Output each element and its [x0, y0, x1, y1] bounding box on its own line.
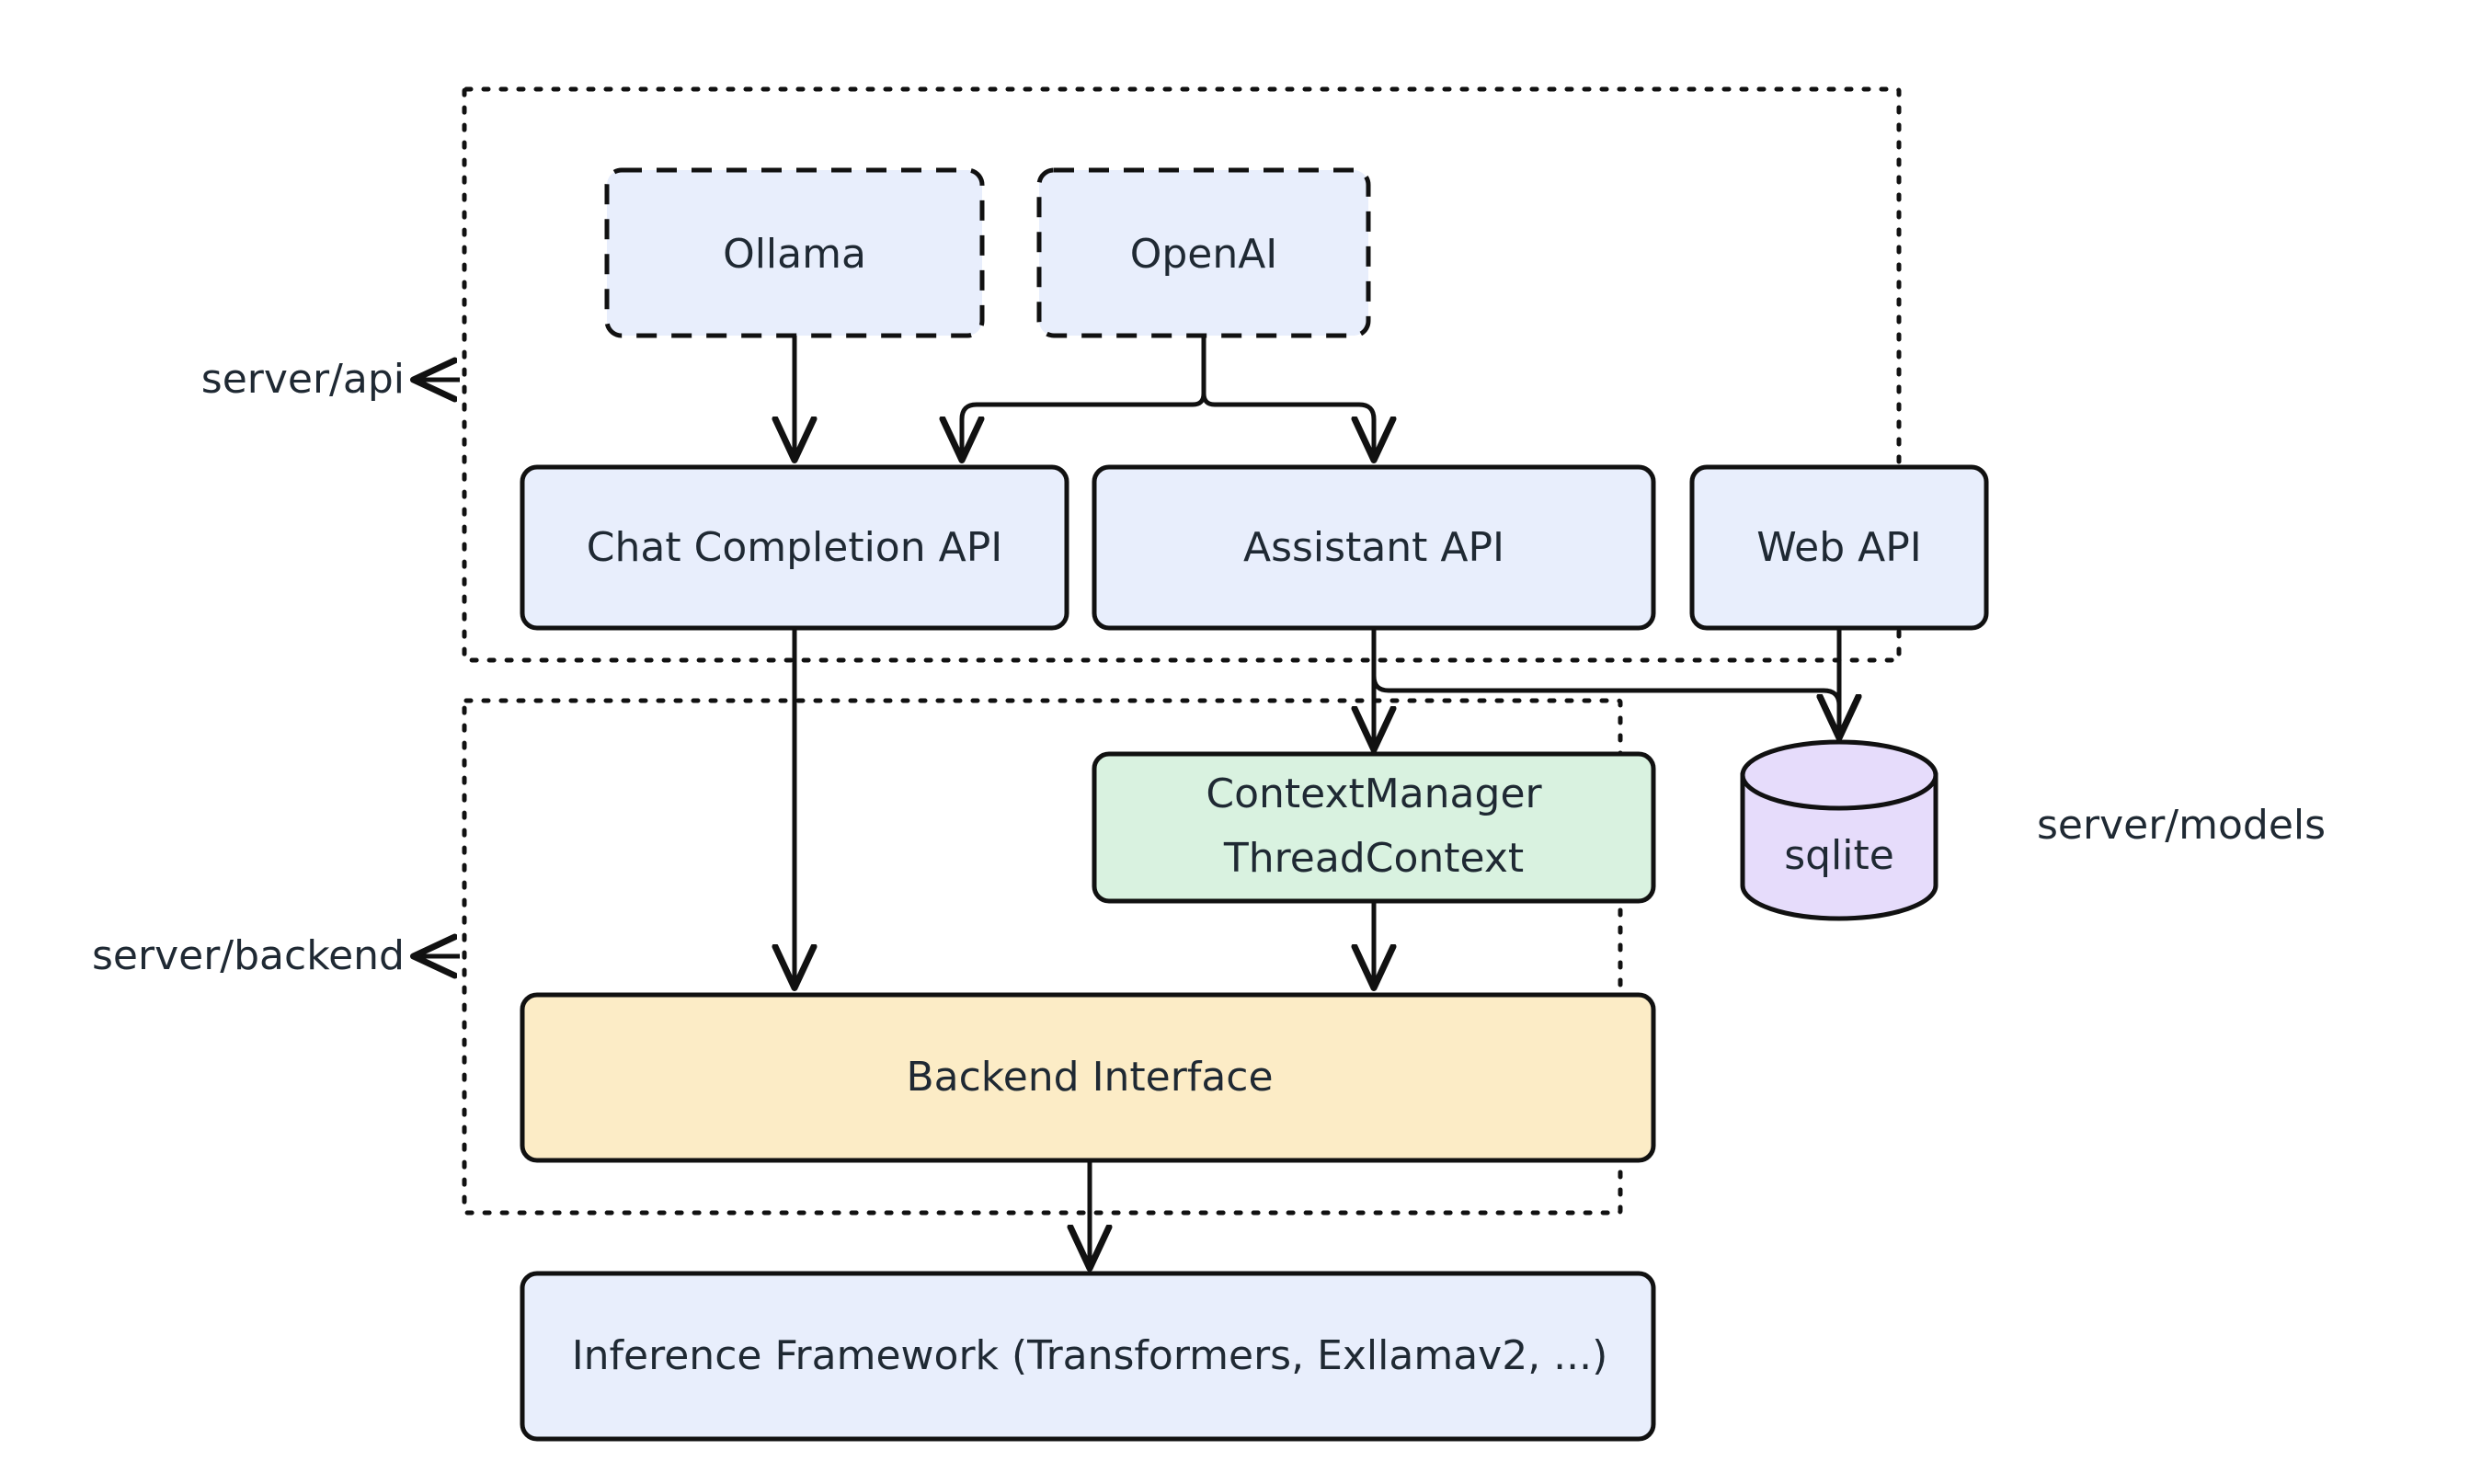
group-server-api-border: [462, 86, 1902, 663]
node-chat-completion-api[interactable]: Chat Completion API: [520, 464, 1069, 631]
node-openai-shape: [1036, 167, 1371, 338]
node-sqlite[interactable]: sqlite: [1740, 739, 1938, 921]
node-chat-completion-api-shape: [520, 464, 1069, 631]
node-sqlite-label: sqlite: [1784, 832, 1894, 879]
node-openai[interactable]: OpenAI: [1036, 167, 1371, 338]
node-backend-interface-shape: [520, 992, 1656, 1163]
node-backend-interface-label: Backend Interface: [906, 1054, 1273, 1101]
node-inference-framework-shape: [520, 1271, 1656, 1442]
edge-assistant-api-to-sqlite: [1371, 675, 1839, 736]
node-inference-framework-label: Inference Framework (Transformers, Exlla…: [572, 1332, 1608, 1379]
node-ollama-shape: [604, 167, 985, 338]
node-backend-interface[interactable]: Backend Interface: [520, 992, 1656, 1163]
node-assistant-api[interactable]: Assistant API: [1092, 464, 1656, 631]
node-ollama-label: Ollama: [723, 231, 866, 278]
edge-openai-to-chat-api: [962, 393, 1206, 458]
node-web-api[interactable]: Web API: [1689, 464, 1989, 631]
node-assistant-api-label: Assistant API: [1243, 524, 1504, 571]
node-chat-completion-api-label: Chat Completion API: [587, 524, 1002, 571]
edge-openai-to-assistant-api: [1201, 393, 1374, 458]
group-label-server-backend: server/backend: [92, 932, 460, 979]
node-inference-framework[interactable]: Inference Framework (Transformers, Exlla…: [520, 1271, 1656, 1442]
node-web-api-shape: [1689, 464, 1989, 631]
node-web-api-label: Web API: [1756, 524, 1922, 571]
group-label-server-backend-text: server/backend: [92, 932, 405, 979]
node-assistant-api-shape: [1092, 464, 1656, 631]
group-server-backend-border: [462, 698, 1623, 1216]
node-sqlite-top: [1740, 739, 1938, 811]
group-label-server-models-text: server/models: [2037, 802, 2326, 849]
group-label-server-api: server/api: [201, 356, 460, 403]
node-context-manager-label-line2: ThreadContext: [1223, 835, 1524, 882]
node-context-manager[interactable]: ContextManager ThreadContext: [1092, 751, 1656, 904]
group-label-server-api-text: server/api: [201, 356, 405, 403]
node-ollama[interactable]: Ollama: [604, 167, 985, 338]
node-sqlite-body: [1740, 772, 1938, 921]
node-openai-label: OpenAI: [1130, 231, 1278, 278]
node-context-manager-label-line1: ContextManager: [1206, 771, 1542, 817]
node-context-manager-shape: [1092, 751, 1656, 904]
